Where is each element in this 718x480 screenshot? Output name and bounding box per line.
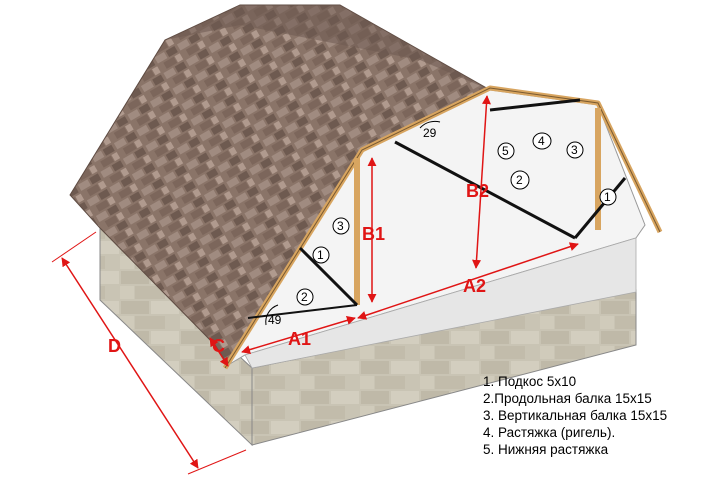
callout-3-right: 3 [566,141,584,159]
callout-2-left: 2 [296,288,314,306]
svg-text:1: 1 [604,190,611,204]
dim-line-d [61,257,199,469]
svg-text:4: 4 [538,134,545,148]
right-strut [573,177,627,239]
svg-text:29: 29 [423,126,437,140]
angle-49: 49 [265,304,282,327]
legend-item-1: 1. Подкос 5х10 [483,374,577,389]
legend: 1. Подкос 5х10 2.Продольная балка 15х15 … [483,373,667,458]
svg-text:3: 3 [571,143,578,157]
gable-trim-edge [224,87,661,369]
dim-ext-d-bottom [187,449,247,475]
legend-item-2: 2.Продольная балка 15х15 [483,391,652,406]
label-a2: A2 [463,276,486,296]
dim-ext-d-top [51,231,97,263]
left-tie [247,304,358,319]
label-a1: A1 [288,329,311,349]
svg-text:3: 3 [337,219,344,233]
legend-item-5: 5. Нижняя растяжка [483,442,609,457]
dim-line-c [209,337,229,367]
callout-2-mid: 2 [510,170,530,190]
callout-1-left: 1 [312,246,330,264]
label-d: D [108,336,121,356]
dim-line-b2 [472,95,491,269]
svg-text:2: 2 [301,290,308,304]
svg-text:49: 49 [268,313,282,327]
label-b1: B1 [362,224,385,244]
label-b2: B2 [466,181,489,201]
dim-line-a1 [241,316,356,354]
label-c: C [212,336,225,356]
callout-4: 4 [532,132,552,150]
callout-5: 5 [497,142,515,160]
dim-line-a2 [357,242,579,320]
svg-text:1: 1 [317,248,324,262]
left-strut [298,246,359,307]
roof-top [165,5,490,90]
legend-item-4: 4. Растяжка (ригель). [483,425,616,440]
upper-tie-beam [489,98,581,112]
svg-text:5: 5 [502,144,509,158]
callout-1-right: 1 [599,188,617,206]
svg-text:2: 2 [516,173,523,187]
callout-3-left: 3 [332,217,350,235]
angle-29: 29 [419,120,441,140]
legend-item-3: 3. Вертикальная балка 15х15 [483,408,668,423]
